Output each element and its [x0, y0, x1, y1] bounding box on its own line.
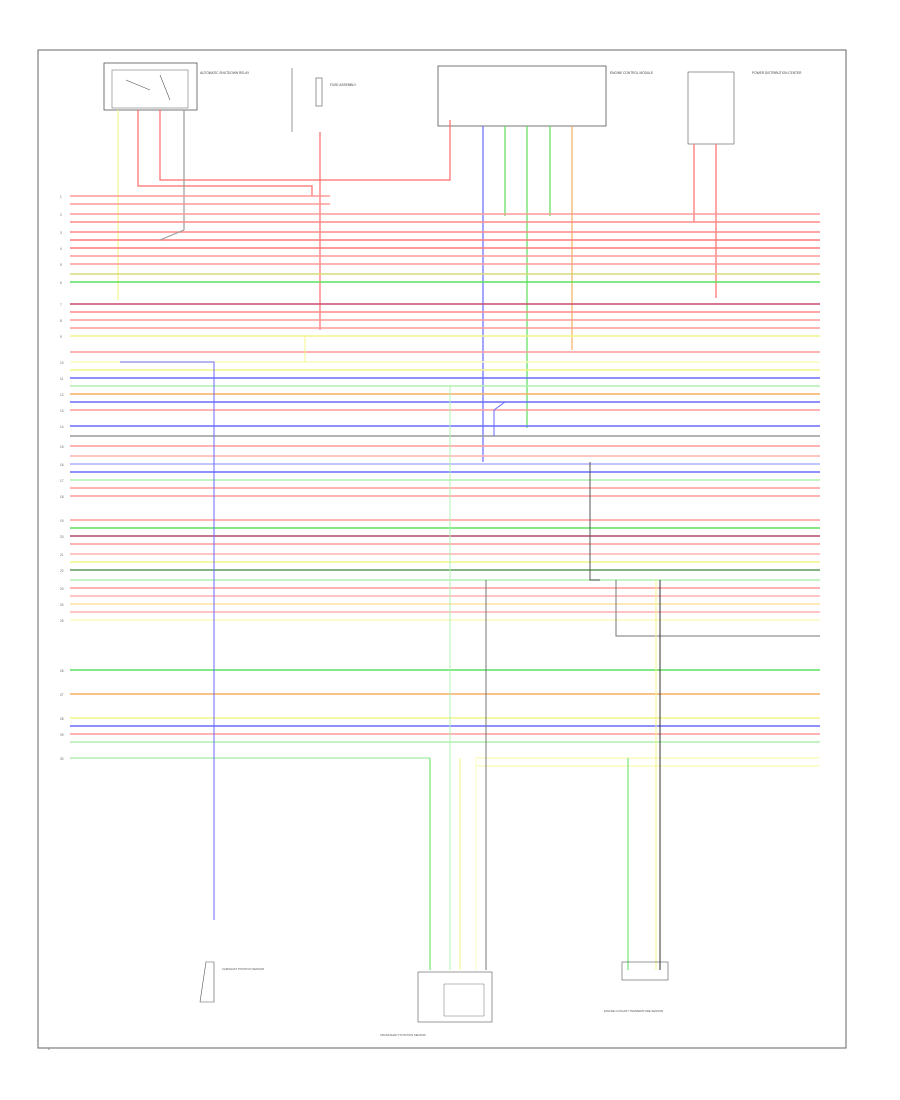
pin-number: 6 — [60, 281, 62, 285]
left-pin-numbers: 1 2 3 4 5 6 7 8 9 10 11 12 13 14 15 16 1… — [60, 195, 64, 761]
pin-number: 3 — [60, 231, 62, 235]
component-engine-control-module: ENGINE CONTROL MODULE — [437, 65, 653, 127]
pin-number: 1 — [60, 195, 62, 199]
pin-number: 16 — [60, 463, 64, 467]
pin-number: 10 — [60, 361, 64, 365]
diagram-frame — [37, 49, 847, 1049]
component-power-distribution-center: POWER DISTRIBUTION CENTER — [687, 71, 802, 145]
pin-number: 15 — [60, 445, 64, 449]
pin-number: 21 — [60, 553, 64, 557]
pin-number: 14 — [60, 425, 64, 429]
pdc-label: POWER DISTRIBUTION CENTER — [752, 71, 802, 75]
pin-number: 25 — [60, 619, 64, 623]
pin-number: 12 — [60, 393, 64, 397]
pin-number: 24 — [60, 603, 64, 607]
horizontal-bus-wires — [70, 195, 820, 767]
page-corner-label: 1 — [48, 1047, 50, 1051]
pin-number: 19 — [60, 519, 64, 523]
pin-number: 29 — [60, 733, 64, 737]
pin-number: 20 — [60, 535, 64, 539]
camshaft-sensor-label: CAMSHAFT POSITION SENSOR — [222, 967, 264, 971]
pin-number: 9 — [60, 335, 62, 339]
component-automatic-shutdown-relay: AUTOMATIC SHUTDOWN RELAY — [103, 62, 250, 111]
pin-number: 23 — [60, 587, 64, 591]
pin-number: 13 — [60, 409, 64, 413]
pin-number: 27 — [60, 693, 64, 697]
crankshaft-sensor-label: CRANKSHAFT POSITION SENSOR — [380, 1033, 426, 1037]
pin-number: 26 — [60, 669, 64, 673]
pin-number: 7 — [60, 303, 62, 307]
pin-number: 4 — [60, 247, 62, 251]
pin-number: 30 — [60, 757, 64, 761]
component-camshaft-position-sensor: CAMSHAFT POSITION SENSOR — [199, 961, 264, 1003]
component-fuse-assembly: FUSE ASSEMBLY — [291, 68, 357, 132]
pin-number: 11 — [60, 377, 64, 381]
pin-number: 22 — [60, 569, 64, 573]
component-engine-coolant-temperature-sensor: ENGINE COOLANT TEMPERATURE SENSOR — [604, 961, 669, 1013]
asd-relay-label: AUTOMATIC SHUTDOWN RELAY — [200, 71, 250, 75]
pin-number: 18 — [60, 495, 64, 499]
pin-number: 28 — [60, 717, 64, 721]
internal-link-wires — [120, 229, 820, 970]
ecm-label: ENGINE CONTROL MODULE — [610, 71, 653, 75]
fuse-assembly-label: FUSE ASSEMBLY — [330, 83, 357, 87]
component-crankshaft-position-sensor: CRANKSHAFT POSITION SENSOR — [380, 971, 493, 1037]
pin-number: 2 — [60, 213, 62, 217]
pin-number: 5 — [60, 263, 62, 267]
coolant-sensor-label: ENGINE COOLANT TEMPERATURE SENSOR — [604, 1009, 663, 1013]
top-vertical-wires — [117, 110, 717, 462]
pin-number: 17 — [60, 479, 64, 483]
pin-number: 8 — [60, 319, 62, 323]
